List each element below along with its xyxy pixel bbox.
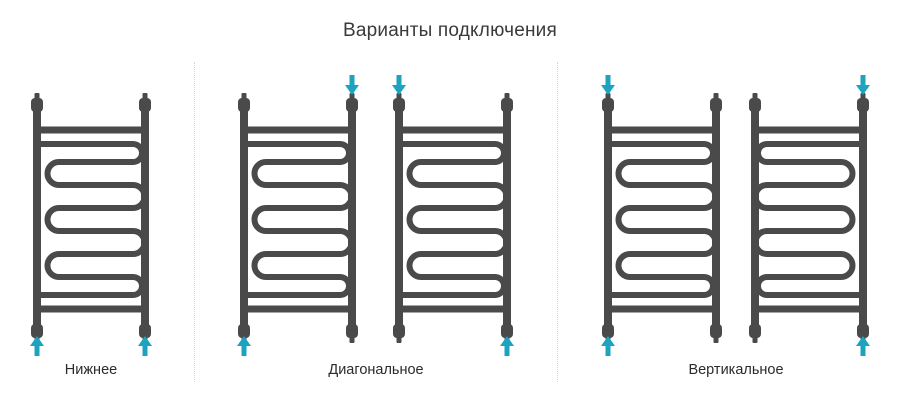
arrow-up-icon: [237, 336, 251, 356]
towel-rail-diagonal-a: [238, 93, 358, 343]
arrow-down-icon: [601, 75, 615, 95]
variant-label-vertical: Вертикальное: [688, 362, 784, 378]
arrow-up-icon: [30, 336, 44, 356]
arrow-up-icon: [856, 336, 870, 356]
section-divider-2: [557, 62, 558, 382]
arrow-up-icon: [500, 336, 514, 356]
arrow-up-icon: [138, 336, 152, 356]
arrow-down-icon: [856, 75, 870, 95]
towel-rail-diagonal-b: [393, 93, 513, 343]
section-divider-1: [194, 62, 195, 382]
towel-rail-bottom: [31, 93, 151, 343]
variant-label-bottom: Нижнее: [64, 362, 118, 378]
towel-rail-vertical-b: [749, 93, 869, 343]
arrow-down-icon: [392, 75, 406, 95]
towel-rail-vertical-a: [602, 93, 722, 343]
arrow-up-icon: [601, 336, 615, 356]
arrow-down-icon: [345, 75, 359, 95]
page-title: Варианты подключения: [343, 20, 557, 41]
variant-label-diagonal: Диагональное: [328, 362, 424, 378]
